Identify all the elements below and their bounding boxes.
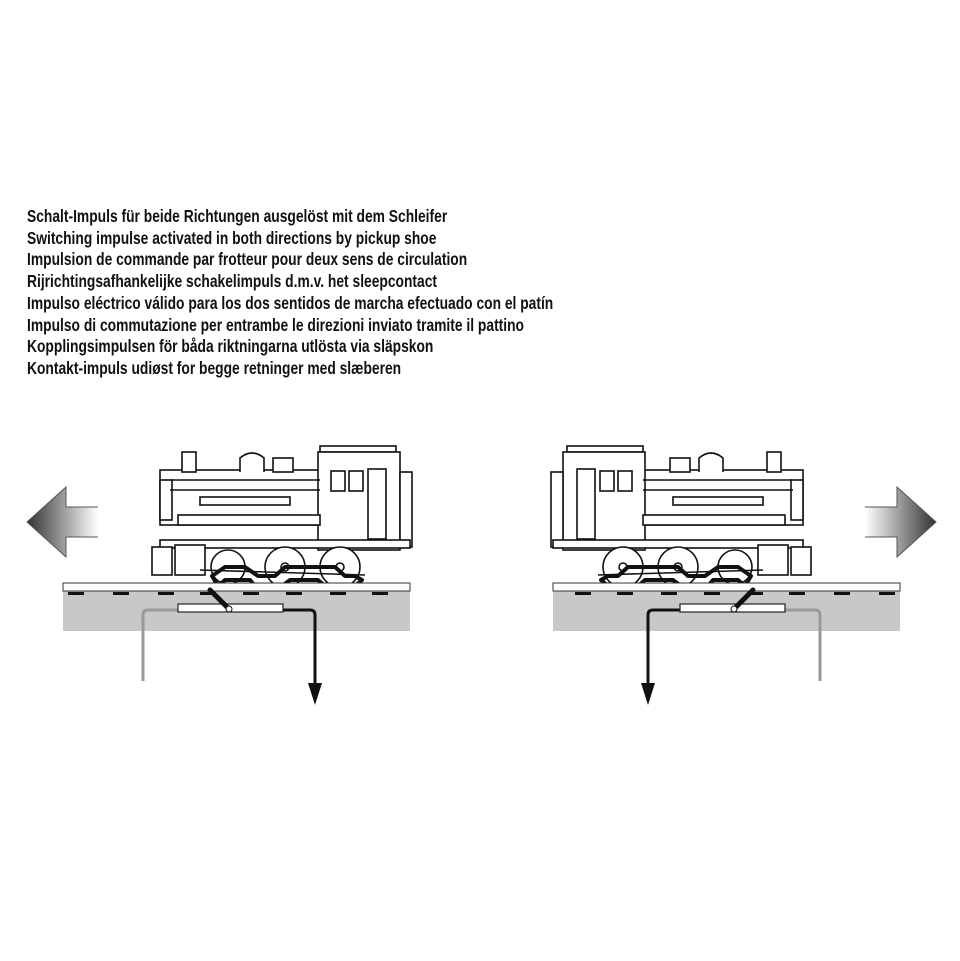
diagram-left	[27, 446, 412, 705]
caption-line-en: Switching impulse activated in both dire…	[27, 227, 437, 248]
diagram-right	[551, 446, 936, 705]
caption-line-es: Impulso eléctrico válido para los dos se…	[27, 292, 554, 313]
caption-line-nl: Rijrichtingsafhankelijke schakelimpuls d…	[27, 271, 438, 292]
caption-line-it: Impulso di commutazione per entrambe le …	[27, 314, 525, 335]
caption-line-de: Schalt-Impuls für beide Richtungen ausge…	[27, 206, 448, 226]
caption-line-sv: Kopplingsimpulsen för båda riktningarna …	[27, 336, 434, 357]
caption-line-fr: Impulsion de commande par frotteur pour …	[27, 249, 468, 270]
caption-multilingual: Schalt-Impuls für beide Richtungen ausge…	[27, 206, 827, 380]
caption-line-da: Kontakt-impuls udiøst for begge retninge…	[27, 357, 402, 378]
